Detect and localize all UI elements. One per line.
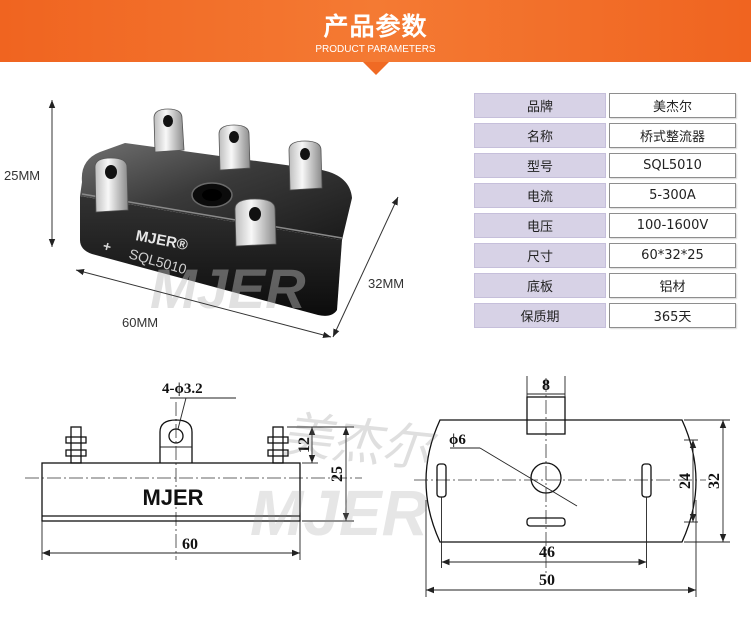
pin-dimension-label: 12 — [296, 437, 313, 453]
height-dimension-label: 25MM — [4, 168, 40, 183]
param-row-current: 电流 5-300A — [474, 183, 736, 208]
param-value: 5-300A — [609, 183, 736, 208]
param-label: 名称 — [474, 123, 606, 148]
terminal-slot — [526, 517, 566, 527]
product-photo: 25MM MJER® + SQL5010 — [4, 100, 404, 339]
terminal-tab — [288, 140, 323, 191]
terminal-slot — [641, 463, 652, 498]
param-label: 电压 — [474, 213, 606, 238]
terminal-slot — [436, 463, 447, 498]
terminal-tab — [153, 108, 185, 153]
terminal-pin — [65, 426, 87, 464]
terminal-tab — [234, 198, 277, 247]
header-banner — [0, 0, 751, 62]
mounting-hole-inner — [202, 189, 222, 201]
param-label: 电流 — [474, 183, 606, 208]
param-row-voltage: 电压 100-1600V — [474, 213, 736, 238]
terminal-tab — [218, 124, 251, 171]
param-value: 365天 — [609, 303, 736, 328]
param-row-baseplate: 底板 铝材 — [474, 273, 736, 298]
width-dimension-line — [332, 196, 399, 338]
photo-watermark: MJER — [150, 257, 306, 320]
length-dimension-label: 60MM — [122, 315, 158, 330]
top-view-drawing: 8 ϕ6 24 32 46 50 — [414, 376, 730, 597]
height-dimension-label: 25 — [329, 466, 346, 482]
banner-notch — [363, 62, 389, 75]
param-row-warranty: 保质期 365天 — [474, 303, 736, 328]
body-outline — [41, 462, 301, 522]
length-dimension-line — [75, 268, 332, 339]
side-view-brand: MJER — [142, 485, 203, 510]
terminal-tabs — [94, 108, 323, 247]
parameter-table: 品牌 美杰尔 名称 桥式整流器 型号 SQL5010 电流 5-300A 电压 … — [474, 93, 736, 333]
param-value: 60*32*25 — [609, 243, 736, 268]
side-view-drawing: MJER 4-ϕ3.2 12 25 60 — [25, 381, 362, 560]
length-dimension-label: 60 — [182, 536, 198, 553]
param-label: 底板 — [474, 273, 606, 298]
param-label: 尺寸 — [474, 243, 606, 268]
param-row-brand: 品牌 美杰尔 — [474, 93, 736, 118]
terminal-tab — [159, 419, 193, 463]
param-value: 铝材 — [609, 273, 736, 298]
param-row-size: 尺寸 60*32*25 — [474, 243, 736, 268]
leader-line — [479, 447, 578, 507]
pitch-dimension-label: 46 — [539, 544, 555, 561]
hole-note: ϕ6 — [449, 432, 466, 448]
width-dimension-label: 32 — [706, 473, 723, 489]
hole-note: 4-ϕ3.2 — [162, 381, 203, 397]
inner-dimension-label: 24 — [677, 473, 694, 489]
terminal-pin — [267, 426, 289, 464]
width-dimension-label: 32MM — [368, 276, 404, 291]
leader-line — [177, 397, 187, 430]
page-subtitle: PRODUCT PARAMETERS — [315, 44, 436, 55]
tab-dimension-label: 8 — [542, 377, 550, 394]
param-value: 桥式整流器 — [609, 123, 736, 148]
param-row-name: 名称 桥式整流器 — [474, 123, 736, 148]
param-value: 100-1600V — [609, 213, 736, 238]
length-dimension-label: 50 — [539, 572, 555, 589]
param-label: 型号 — [474, 153, 606, 178]
page-title: 产品参数 — [323, 12, 428, 41]
terminal-tab — [526, 396, 566, 435]
param-row-model: 型号 SQL5010 — [474, 153, 736, 178]
param-value: SQL5010 — [609, 153, 736, 178]
param-value: 美杰尔 — [609, 93, 736, 118]
param-label: 品牌 — [474, 93, 606, 118]
param-label: 保质期 — [474, 303, 606, 328]
terminal-tab — [94, 157, 129, 213]
body-polarity-marking: + — [101, 237, 113, 255]
